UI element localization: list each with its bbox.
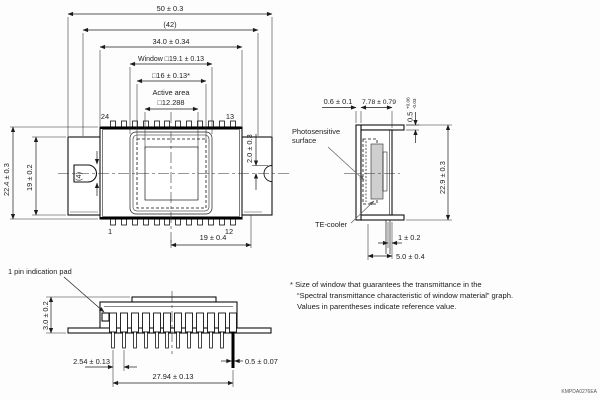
pin-number-12: 12 [225, 227, 233, 236]
top-view: 50 ± 0.3 (42) 34.0 ± 0.34 Window □19.1 ±… [2, 4, 290, 248]
pin1-indication-pad-label: 1 pin indication pad [8, 267, 72, 276]
active-area-label: Active area [153, 88, 191, 97]
dim-flange-thickness-value: 0.5 [406, 112, 415, 122]
te-cooler-label: TE-cooler [315, 220, 348, 229]
dim-window-size: Window □19.1 ± 0.13 [138, 56, 204, 63]
note-line1: * Size of window that guarantees the tra… [290, 280, 482, 289]
dim-lead-pitch: 2.54 ± 0.13 [73, 357, 110, 366]
window-sheet [355, 124, 362, 221]
dim-lead-inset: 5.0 ± 0.4 [396, 252, 425, 261]
dim-lead-span-front: 27.94 ± 0.13 [152, 372, 193, 381]
dim-window-thickness: 0.6 ± 0.1 [324, 97, 353, 106]
dim-tube-ref: (4) [74, 172, 83, 181]
dim-active-area: □12.288 [157, 98, 184, 107]
dim-body-width: 34.0 ± 0.34 [153, 37, 190, 46]
highlighted-lead [231, 332, 235, 368]
dim-flange-thickness: 0.5 +0.06 -0.03 [406, 97, 418, 122]
dim-flange-thickness-minus: -0.03 [412, 98, 417, 109]
notes: * Size of window that guarantees the tra… [290, 280, 513, 311]
pin1-indication-pad [101, 312, 110, 322]
dim-flange-thickness-plus: +0.06 [406, 97, 411, 109]
pin-row-top [110, 120, 236, 128]
pin-number-24: 24 [101, 112, 109, 121]
note-line2: “Spectral transmittance characteristic o… [297, 291, 513, 300]
photosensitive-surface-label-line1: Photosensitive [292, 127, 340, 136]
dim-lead-offset: 1 ± 0.2 [398, 233, 421, 242]
front-view: 1 pin indication pad 3.0 ± 0.2 2.54 ± 0.… [8, 267, 278, 387]
guaranteed-window-area [136, 138, 207, 209]
dim-side-height: 22.9 ± 0.3 [438, 161, 447, 194]
flange-lip-bottom [360, 214, 405, 221]
dim-lead-span-top: 19 ± 0.4 [200, 233, 227, 242]
dim-lead-width: 0.5 ± 0.07 [245, 357, 278, 366]
dim-flange-height: 19 ± 0.2 [25, 164, 34, 191]
dim-front-height: 3.0 ± 0.2 [41, 301, 50, 330]
dim-depth: 7.78 ± 0.79 [362, 99, 396, 106]
dim-overall-height: 22.4 ± 0.3 [2, 163, 11, 196]
pin-number-13: 13 [226, 112, 234, 121]
dim-window-guaranteed: □16 ± 0.13* [152, 71, 190, 80]
dim-overall-width: 50 ± 0.3 [157, 4, 184, 13]
drawing-code: KMPDA0276EA [561, 389, 597, 395]
front-pin-leads [111, 331, 224, 349]
dim-notch-offset: 2.0 ± 0.3 [245, 134, 254, 163]
pin-row-bottom [110, 218, 236, 226]
front-pin-shoulders [109, 312, 237, 333]
te-cooler-block [370, 143, 384, 200]
note-line3: Values in parentheses indicate reference… [297, 302, 456, 311]
dim-ref-width: (42) [163, 20, 176, 29]
photosensitive-surface-label-line2: surface [292, 136, 316, 145]
pin-number-1: 1 [108, 227, 112, 236]
front-window-strip [131, 296, 217, 303]
side-view: 0.6 ± 0.1 7.78 ± 0.79 0.5 +0.06 -0.03 22… [292, 97, 452, 261]
flange-lip-top [360, 124, 405, 131]
